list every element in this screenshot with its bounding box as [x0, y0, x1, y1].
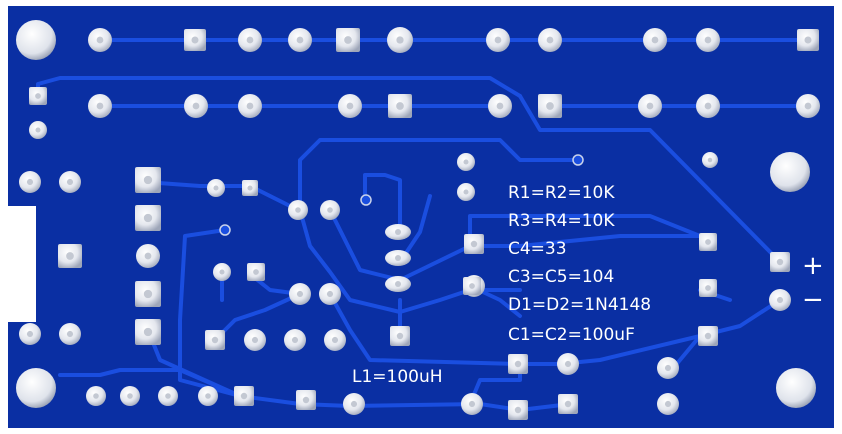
pad-hole — [331, 336, 339, 344]
pad-hole — [704, 102, 712, 110]
pad-hole — [295, 207, 301, 213]
pad-hole — [494, 36, 502, 44]
pad-hole — [776, 258, 784, 266]
pad-hole — [144, 252, 152, 260]
pad-hole — [514, 360, 522, 368]
pad-hole — [291, 336, 299, 344]
pad-hole — [463, 189, 469, 195]
via — [360, 194, 372, 206]
label-r3-r4: R3=R4=10K — [508, 211, 615, 231]
pad-hole — [26, 178, 34, 186]
pad-hole — [396, 102, 404, 110]
label-c4: C4=33 — [508, 239, 567, 259]
pad-hole — [804, 36, 812, 44]
pad-hole — [468, 400, 476, 408]
pad-hole — [143, 175, 153, 185]
mounting-hole — [776, 368, 816, 408]
pad-hole — [253, 269, 259, 275]
pad-hole — [93, 393, 99, 399]
pad-hole — [143, 289, 153, 299]
pad-hole — [205, 393, 211, 399]
pad-hole — [514, 406, 522, 414]
pad-hole — [704, 332, 712, 340]
pad-hole — [664, 364, 672, 372]
pad-hole — [96, 102, 104, 110]
pad-hole — [469, 283, 475, 289]
power-plus-symbol: + — [802, 251, 824, 281]
power-minus-symbol: − — [802, 285, 824, 315]
pad-hole — [564, 360, 572, 368]
via — [219, 224, 231, 236]
pad-hole — [246, 102, 254, 110]
pad-hole — [705, 239, 711, 245]
pad-hole — [646, 102, 654, 110]
mounting-hole — [16, 368, 56, 408]
pad-hole — [35, 127, 41, 133]
pad-hole — [396, 36, 404, 44]
pad-hole — [396, 332, 404, 340]
mounting-hole — [16, 20, 56, 60]
pad-hole — [395, 229, 401, 235]
pad-hole — [246, 36, 254, 44]
pad-hole — [96, 36, 104, 44]
solder-pads — [19, 27, 820, 420]
pad-hole — [240, 392, 248, 400]
pad-hole — [211, 336, 219, 344]
mounting-hole — [770, 152, 810, 192]
pad-hole — [496, 102, 504, 110]
pad-hole — [143, 213, 153, 223]
via — [572, 154, 584, 166]
label-r1-r2: R1=R2=10K — [508, 183, 615, 203]
pad-hole — [143, 327, 153, 337]
pad-hole — [296, 36, 304, 44]
pad-hole — [705, 285, 711, 291]
pad-hole — [704, 36, 712, 44]
silkscreen-labels: R1=R2=10K R3=R4=10K C4=33 C3=C5=104 D1=D… — [352, 183, 824, 387]
pad-hole — [296, 290, 304, 298]
pad-hole — [302, 396, 310, 404]
pad-hole — [707, 157, 713, 163]
pad-hole — [346, 102, 354, 110]
pad-hole — [546, 102, 554, 110]
board-substrate — [8, 6, 834, 428]
pad-hole — [463, 159, 469, 165]
pad-hole — [326, 290, 334, 298]
pad-hole — [470, 240, 478, 248]
pad-hole — [213, 185, 219, 191]
pad-hole — [35, 93, 41, 99]
label-l1: L1=100uH — [352, 367, 443, 387]
pad-hole — [804, 102, 812, 110]
pad-hole — [192, 102, 200, 110]
pad-hole — [26, 330, 34, 338]
label-c1-c2: C1=C2=100uF — [508, 325, 635, 345]
pad-hole — [776, 296, 784, 304]
pad-hole — [219, 269, 225, 275]
pad-hole — [127, 393, 133, 399]
pad-hole — [350, 400, 358, 408]
pad-hole — [344, 36, 352, 44]
pad-hole — [191, 36, 199, 44]
pad-hole — [651, 36, 659, 44]
pad-hole — [546, 36, 554, 44]
label-d1-d2: D1=D2=1N4148 — [508, 295, 651, 315]
pad-hole — [66, 178, 74, 186]
pad-hole — [395, 255, 401, 261]
pad-hole — [247, 185, 253, 191]
pad-hole — [251, 336, 259, 344]
pad-hole — [66, 252, 74, 260]
label-c3-c5: C3=C5=104 — [508, 267, 614, 287]
pad-hole — [395, 281, 401, 287]
pad-hole — [66, 330, 74, 338]
pad-hole — [165, 393, 171, 399]
pad-hole — [664, 400, 672, 408]
mounting-holes — [16, 20, 816, 408]
pad-hole — [564, 400, 572, 408]
pad-hole — [327, 207, 333, 213]
